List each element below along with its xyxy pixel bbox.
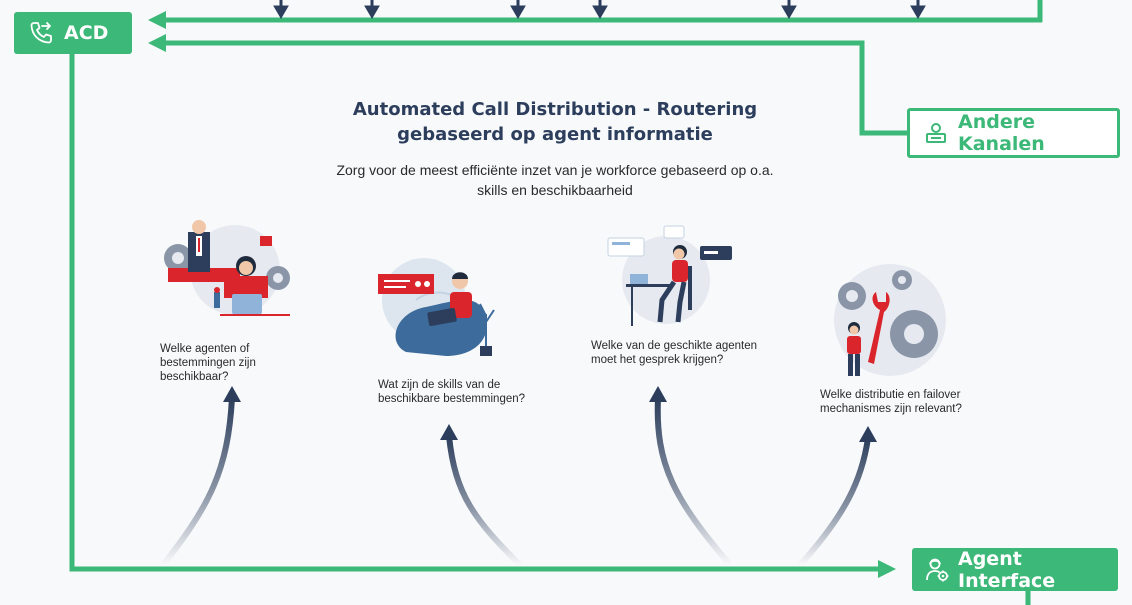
curved-arrow-2 bbox=[440, 424, 523, 568]
question-1-line-3: beschikbaar? bbox=[160, 371, 229, 383]
question-4: Welke distributie en failover mechanisme… bbox=[820, 388, 1020, 416]
question-2-line-1: Wat zijn de skills van de bbox=[378, 379, 501, 391]
question-4-line-2: mechanismes zijn relevant? bbox=[820, 403, 962, 415]
andere-kanalen-connector bbox=[148, 34, 907, 136]
agent-interface-label: Agent Interface bbox=[958, 547, 1056, 592]
business-people-at-desk-illustration bbox=[164, 220, 290, 316]
phone-forward-icon bbox=[30, 22, 52, 44]
incoming-down-arrows bbox=[273, 0, 926, 19]
question-3-line-2: moet het gesprek krijgen? bbox=[591, 354, 724, 366]
andere-kanalen-node[interactable]: Andere Kanalen bbox=[907, 108, 1120, 158]
agent-interface-node[interactable]: Agent Interface bbox=[912, 547, 1118, 592]
woman-at-laptop-with-chat-bubbles-illustration bbox=[607, 225, 732, 326]
question-1-line-2: bestemmingen zijn bbox=[160, 357, 256, 369]
diagram-title: Automated Call Distribution - Routering … bbox=[300, 97, 810, 147]
question-3-line-1: Welke van de geschikte agenten bbox=[591, 340, 758, 352]
acd-to-agent-connector bbox=[69, 54, 1031, 605]
man-on-beanbag-with-laptop-illustration bbox=[378, 258, 495, 356]
title-line-2: gebaseerd op agent informatie bbox=[397, 124, 713, 145]
title-line-1: Automated Call Distribution - Routering bbox=[352, 99, 758, 120]
contact-card-icon bbox=[926, 123, 946, 143]
question-2: Wat zijn de skills van de beschikbare be… bbox=[378, 378, 578, 406]
subtitle-line-1: Zorg voor de meest efficiënte inzet van … bbox=[336, 162, 774, 178]
question-1-line-1: Welke agenten of bbox=[160, 343, 250, 355]
andere-kanalen-label: Andere Kanalen bbox=[958, 111, 1045, 155]
curved-arrow-1 bbox=[160, 386, 241, 567]
diagram-subtitle: Zorg voor de meest efficiënte inzet van … bbox=[310, 160, 800, 200]
question-1: Welke agenten of bestemmingen zijn besch… bbox=[160, 342, 320, 384]
question-3: Welke van de geschikte agenten moet het … bbox=[591, 339, 791, 367]
top-incoming-line bbox=[148, 0, 1043, 29]
question-4-line-1: Welke distributie en failover bbox=[820, 389, 961, 401]
agent-settings-icon bbox=[926, 558, 949, 581]
mechanic-with-wrench-and-gears-illustration bbox=[834, 264, 946, 376]
subtitle-line-2: skills en beschikbaarheid bbox=[477, 182, 633, 198]
curved-arrow-3 bbox=[649, 386, 733, 567]
acd-node[interactable]: ACD bbox=[14, 12, 132, 54]
acd-label: ACD bbox=[64, 22, 109, 44]
curved-arrow-4 bbox=[797, 426, 877, 568]
question-2-line-2: beschikbare bestemmingen? bbox=[378, 393, 526, 405]
